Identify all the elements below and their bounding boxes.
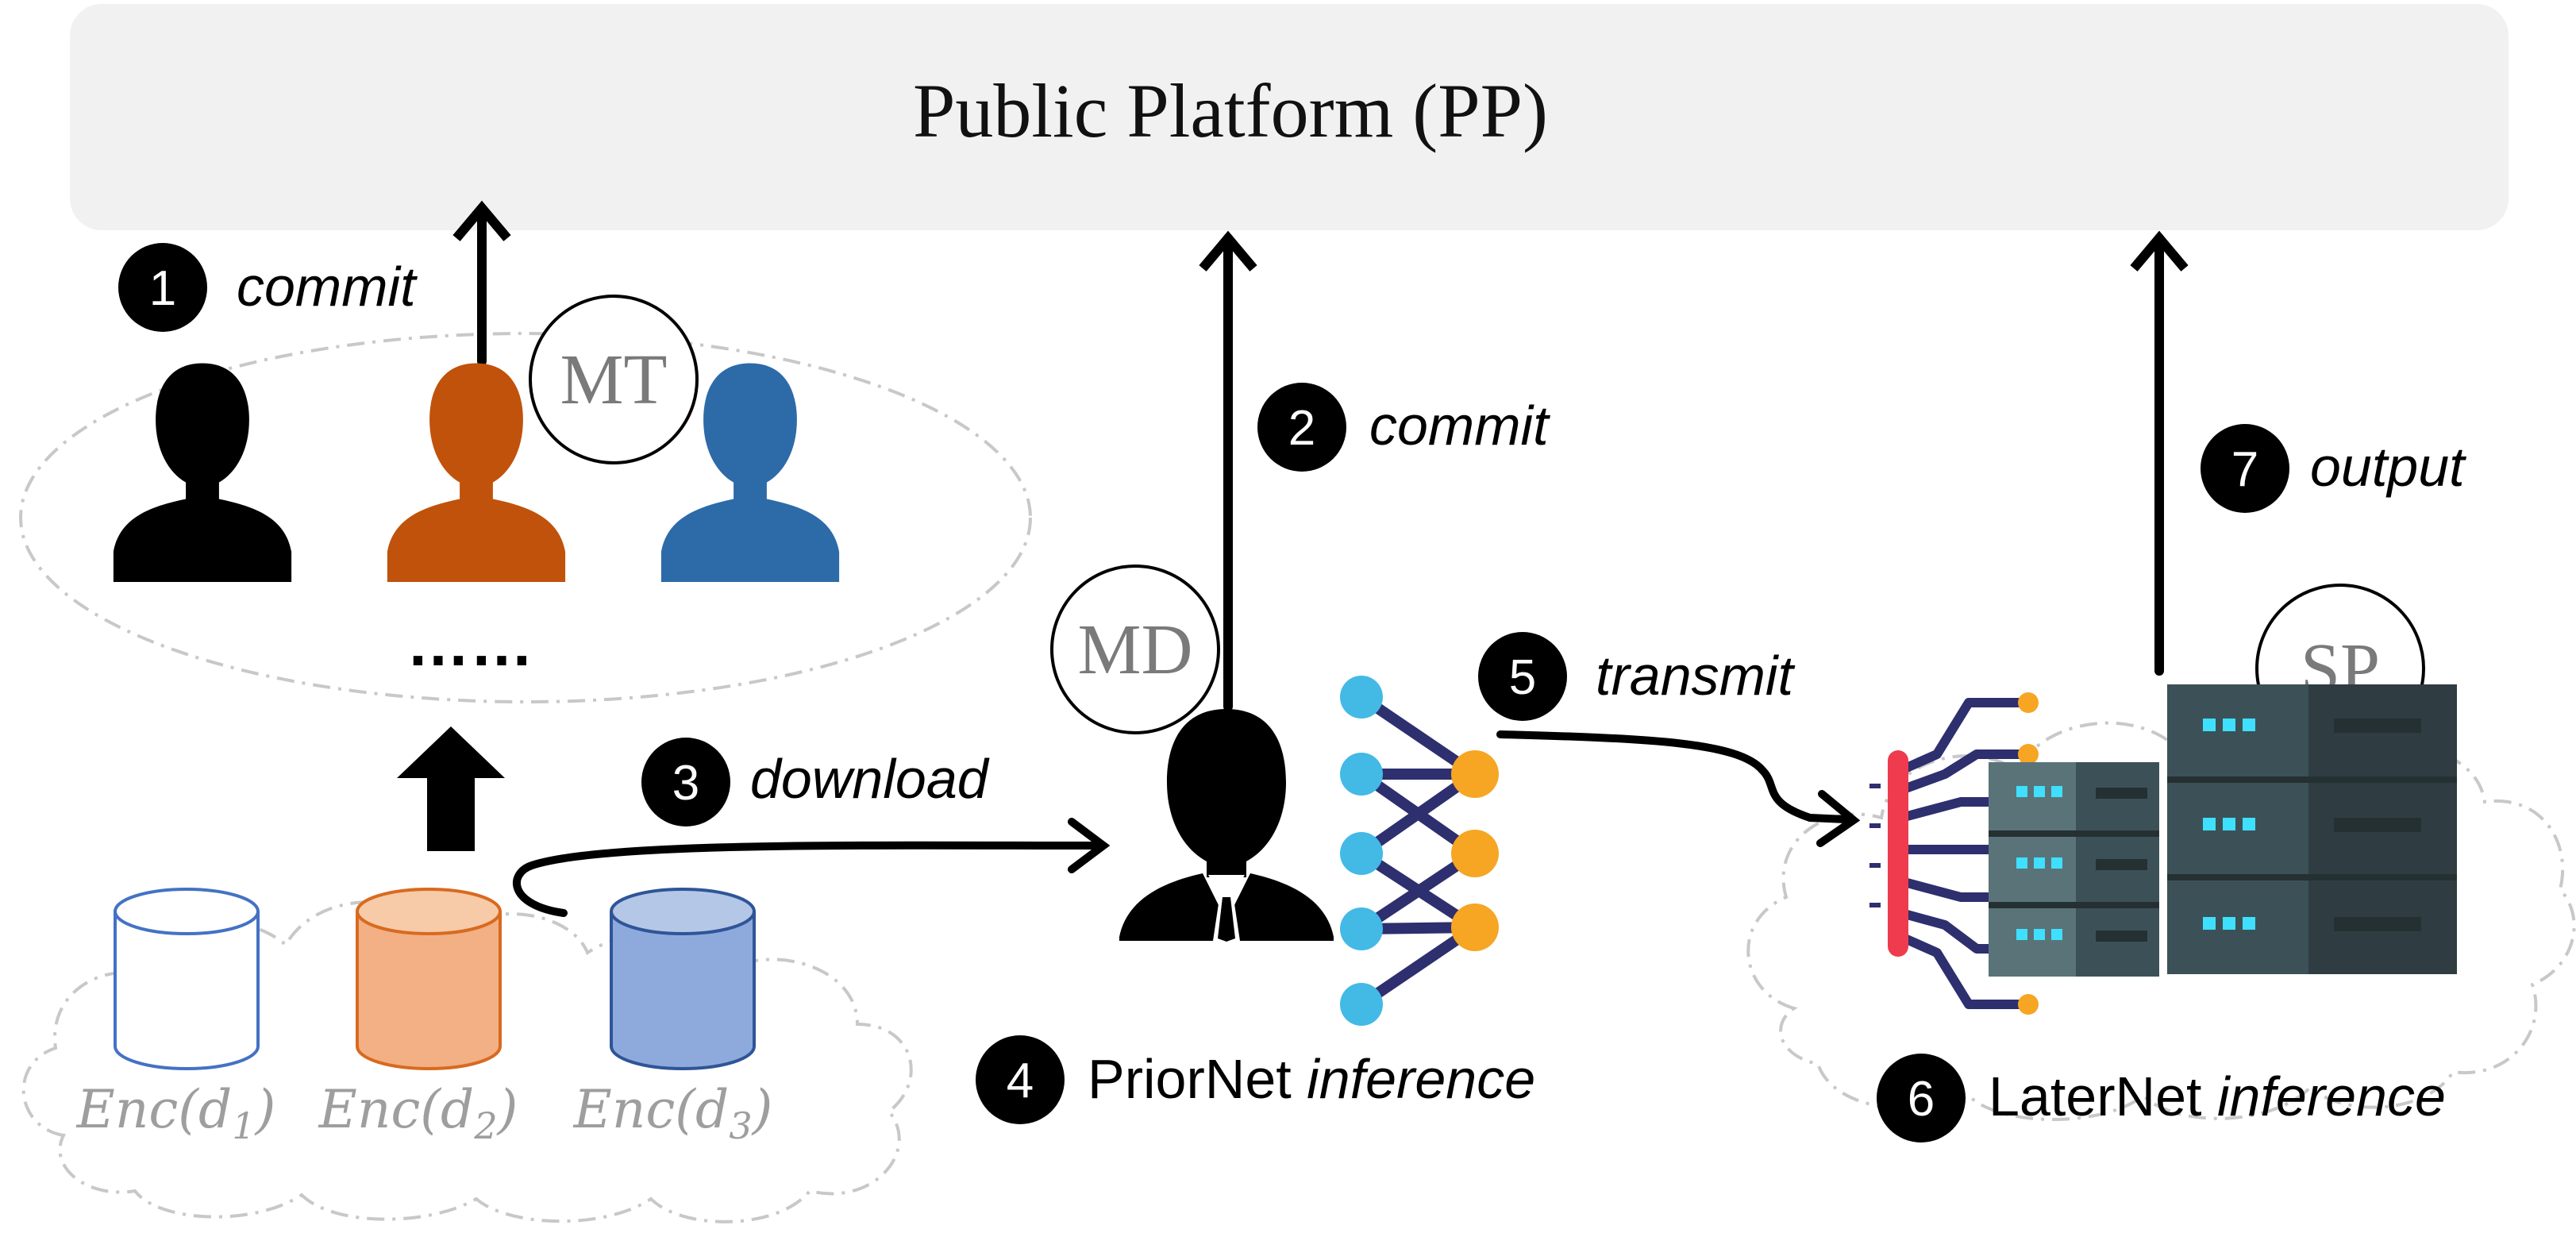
step-2: 2 commit bbox=[1257, 383, 1550, 472]
download-arrow bbox=[513, 841, 1103, 917]
step-4-number: 4 bbox=[1007, 1054, 1034, 1108]
role-label-md: MD bbox=[1077, 611, 1192, 689]
step-5-label: transmit bbox=[1596, 645, 1795, 707]
priornet-neural-network-icon bbox=[1340, 676, 1499, 1026]
step-3-number: 3 bbox=[672, 756, 699, 811]
dataset-cylinder-1 bbox=[114, 888, 260, 1070]
role-badge-md: MD bbox=[1050, 564, 1220, 734]
transmit-arrow bbox=[1496, 730, 1850, 823]
dataset-cloud-outline bbox=[21, 900, 913, 1223]
output-arrowhead-sp bbox=[2130, 230, 2189, 272]
step-7-number: 7 bbox=[2231, 442, 2258, 497]
step-3: 3 download bbox=[641, 738, 990, 826]
step-5: 5 transmit bbox=[1478, 632, 1795, 721]
step-2-number: 2 bbox=[1288, 401, 1315, 456]
step-1: 1 commit bbox=[118, 243, 418, 332]
download-arrowhead bbox=[1068, 818, 1111, 873]
step-7-label: output bbox=[2310, 436, 2466, 498]
public-platform-title: Public Platform (PP) bbox=[913, 68, 1548, 153]
dataset-to-trainer-arrow bbox=[397, 726, 505, 851]
user-icon-black bbox=[113, 363, 292, 582]
step-1-label: commit bbox=[237, 256, 418, 318]
step-4: 4 PriorNet inference bbox=[976, 1035, 1535, 1124]
dataset-label-1: Enc(d1) bbox=[76, 1079, 276, 1147]
role-badge-mt: MT bbox=[529, 295, 699, 464]
laternet-server-icon bbox=[1869, 684, 2457, 1015]
dataset-cylinder-3 bbox=[610, 888, 756, 1070]
more-users-ellipsis: …… bbox=[406, 608, 533, 679]
model-trainer-group-outline bbox=[19, 332, 1032, 703]
dataset-cylinder-2 bbox=[356, 888, 502, 1070]
public-platform-box bbox=[70, 4, 2509, 230]
dataset-label-3: Enc(d3) bbox=[573, 1079, 773, 1147]
model-developer-icon bbox=[1119, 709, 1334, 945]
step-3-label: download bbox=[750, 748, 990, 810]
step-5-number: 5 bbox=[1509, 650, 1536, 705]
step-7: 7 output bbox=[2201, 424, 2466, 513]
commit-arrowhead-mt bbox=[452, 200, 511, 241]
step-6-label: LaterNet inference bbox=[1989, 1065, 2446, 1127]
role-label-mt: MT bbox=[560, 341, 668, 419]
transmit-arrowhead bbox=[1816, 790, 1861, 847]
commit-arrowhead-md bbox=[1199, 230, 1257, 272]
step-6-number: 6 bbox=[1908, 1072, 1935, 1127]
dataset-label-2: Enc(d2) bbox=[318, 1079, 518, 1147]
step-1-number: 1 bbox=[149, 261, 176, 316]
step-6: 6 LaterNet inference bbox=[1877, 1054, 2446, 1142]
step-2-label: commit bbox=[1369, 395, 1550, 457]
step-4-label: PriorNet inference bbox=[1088, 1048, 1535, 1110]
